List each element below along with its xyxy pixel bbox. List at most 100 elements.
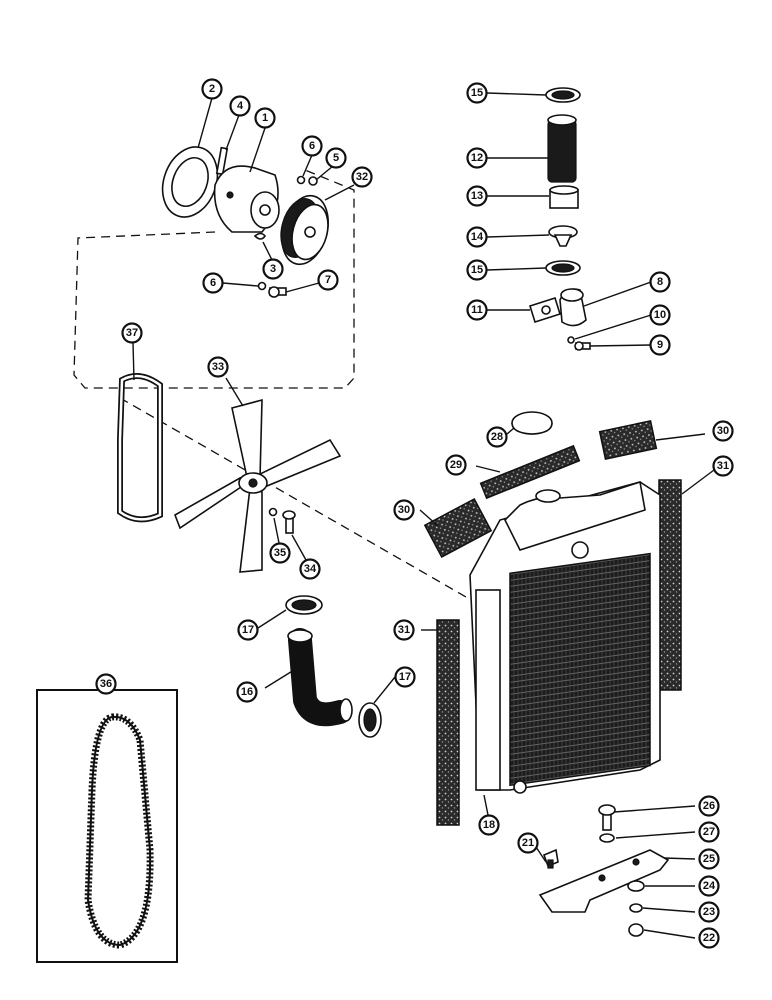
callout-31b: 31 bbox=[393, 619, 415, 641]
svg-text:32: 32 bbox=[356, 171, 368, 183]
pulley-32 bbox=[280, 194, 329, 266]
callout-27: 27 bbox=[698, 821, 720, 843]
svg-text:15: 15 bbox=[471, 264, 483, 276]
ring-13 bbox=[549, 185, 579, 209]
callout-6a: 6 bbox=[301, 135, 323, 157]
svg-text:15: 15 bbox=[471, 87, 483, 99]
svg-text:31: 31 bbox=[398, 624, 410, 636]
callout-30a: 30 bbox=[712, 420, 734, 442]
water-pump-1 bbox=[213, 165, 280, 233]
callout-34: 34 bbox=[299, 558, 321, 580]
svg-text:8: 8 bbox=[657, 276, 663, 288]
lower-hose-16 bbox=[287, 628, 353, 727]
svg-text:27: 27 bbox=[703, 826, 715, 838]
svg-text:1: 1 bbox=[262, 112, 268, 124]
callout-21: 21 bbox=[517, 832, 539, 854]
svg-text:30: 30 bbox=[717, 425, 729, 437]
seal-block-30-left bbox=[423, 497, 493, 559]
callout-32: 32 bbox=[351, 166, 373, 188]
washer-6-upper bbox=[296, 175, 306, 185]
washer-6-lower bbox=[257, 281, 267, 291]
gasket-2 bbox=[161, 146, 219, 218]
nut-22 bbox=[628, 923, 644, 937]
callout-14: 14 bbox=[466, 226, 488, 248]
svg-text:30: 30 bbox=[398, 504, 410, 516]
hose-12 bbox=[547, 114, 577, 183]
svg-text:26: 26 bbox=[703, 800, 715, 812]
svg-text:6: 6 bbox=[309, 140, 315, 152]
callout-29: 29 bbox=[445, 454, 467, 476]
callout-28: 28 bbox=[486, 426, 508, 448]
seal-block-30-right bbox=[598, 420, 658, 460]
fan-radiator-dash-line bbox=[119, 397, 481, 606]
svg-text:11: 11 bbox=[471, 304, 483, 316]
svg-text:17: 17 bbox=[399, 671, 411, 683]
bolt-34 bbox=[282, 510, 296, 534]
svg-text:2: 2 bbox=[209, 83, 215, 95]
outlet-housing-8 bbox=[559, 288, 587, 327]
svg-text:29: 29 bbox=[450, 459, 462, 471]
callout-37: 37 bbox=[121, 322, 143, 344]
callout-18: 18 bbox=[478, 814, 500, 836]
hose-clamp-17-bottom bbox=[358, 702, 382, 738]
bolt-9 bbox=[574, 341, 591, 351]
svg-text:12: 12 bbox=[471, 152, 483, 164]
svg-text:9: 9 bbox=[657, 339, 663, 351]
svg-text:13: 13 bbox=[471, 190, 483, 202]
callout-9: 9 bbox=[649, 334, 671, 356]
svg-text:17: 17 bbox=[242, 624, 254, 636]
svg-text:33: 33 bbox=[212, 361, 224, 373]
fan-pump-dash-outline bbox=[73, 169, 355, 389]
washer-27 bbox=[599, 833, 615, 843]
washer-35 bbox=[268, 507, 278, 517]
thermostat-14 bbox=[548, 225, 578, 247]
callout-7: 7 bbox=[317, 269, 339, 291]
radiator-18 bbox=[469, 480, 661, 794]
callout-16: 16 bbox=[236, 681, 258, 703]
seal-strip-29 bbox=[479, 444, 581, 500]
svg-text:18: 18 bbox=[483, 819, 495, 831]
svg-text:37: 37 bbox=[126, 327, 138, 339]
svg-text:3: 3 bbox=[270, 263, 276, 275]
svg-text:22: 22 bbox=[703, 932, 715, 944]
washer-23 bbox=[629, 903, 643, 913]
callout-15a: 15 bbox=[466, 82, 488, 104]
callout-33: 33 bbox=[207, 356, 229, 378]
callout-35: 35 bbox=[269, 542, 291, 564]
callout-6b: 6 bbox=[202, 272, 224, 294]
callout-26: 26 bbox=[698, 795, 720, 817]
svg-text:25: 25 bbox=[703, 853, 715, 865]
bolt-26 bbox=[598, 804, 616, 831]
callout-8: 8 bbox=[649, 271, 671, 293]
nut-5 bbox=[308, 176, 318, 186]
callout-12: 12 bbox=[466, 147, 488, 169]
svg-text:4: 4 bbox=[237, 100, 244, 112]
hose-clamp-17-top bbox=[285, 595, 323, 615]
svg-text:28: 28 bbox=[491, 431, 503, 443]
callout-10: 10 bbox=[649, 304, 671, 326]
gasket-11 bbox=[528, 296, 562, 324]
callout-3: 3 bbox=[262, 258, 284, 280]
callout-11: 11 bbox=[466, 299, 488, 321]
fan-belt-37 bbox=[117, 373, 163, 523]
seal-strip-31-right bbox=[658, 479, 682, 691]
bracket-25 bbox=[538, 849, 670, 913]
svg-text:23: 23 bbox=[703, 906, 715, 918]
callout-15b: 15 bbox=[466, 259, 488, 281]
callout-4: 4 bbox=[229, 95, 251, 117]
svg-text:16: 16 bbox=[241, 686, 253, 698]
callout-5: 5 bbox=[325, 147, 347, 169]
callout-17b: 17 bbox=[394, 666, 416, 688]
washer-24 bbox=[627, 880, 645, 892]
svg-text:31: 31 bbox=[717, 460, 729, 472]
stud-4 bbox=[215, 146, 229, 176]
svg-text:10: 10 bbox=[654, 309, 666, 321]
svg-text:34: 34 bbox=[304, 563, 317, 575]
radiator-cap-28 bbox=[511, 411, 553, 435]
callout-22: 22 bbox=[698, 927, 720, 949]
washer-10 bbox=[567, 336, 575, 344]
callout-17a: 17 bbox=[237, 619, 259, 641]
svg-text:36: 36 bbox=[100, 678, 112, 690]
callout-1: 1 bbox=[254, 107, 276, 129]
